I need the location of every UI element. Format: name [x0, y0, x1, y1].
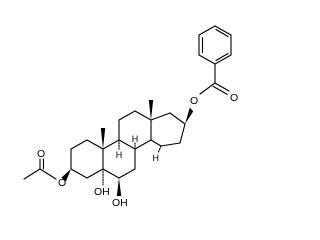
ring-a — [70, 139, 104, 179]
c6-hydroxyl-wedge — [116, 178, 122, 196]
h9-label: H — [116, 150, 123, 160]
ring-c — [118, 110, 152, 150]
ring-d — [150, 112, 186, 147]
h14-hash — [157, 145, 162, 154]
c18-methyl-wedge — [148, 100, 154, 120]
chemical-structure: H H H O O OH OH O O — [23, 25, 238, 209]
benzoate-carbonyl-double-2 — [212, 85, 228, 95]
ring-b — [102, 139, 136, 179]
c6-hydroxyl-label: OH — [112, 197, 128, 209]
acetate-methyl-bond — [23, 168, 41, 180]
benzoate-ester-oxygen: O — [190, 95, 198, 107]
c3-acetoxy-wedge — [61, 169, 71, 182]
benzoate-carbonyl-double-1 — [214, 82, 230, 92]
c5-hydroxyl-label: OH — [94, 186, 110, 198]
acetate-carbonyl-oxygen: O — [37, 148, 45, 160]
c19-methyl-wedge — [100, 128, 106, 149]
c17-benzoyloxy-wedge — [185, 107, 194, 124]
h8-label: H — [132, 134, 139, 144]
structure-canvas: H H H O O OH OH O O — [23, 25, 239, 209]
benzoate-o-c-bond — [199, 82, 216, 95]
phenyl-ring — [198, 25, 232, 84]
acetate-o-c-bond — [39, 168, 57, 180]
acetate-ester-oxygen: O — [58, 177, 66, 189]
h14-label: H — [153, 153, 160, 163]
benzoate-carbonyl-oxygen: O — [230, 92, 238, 104]
